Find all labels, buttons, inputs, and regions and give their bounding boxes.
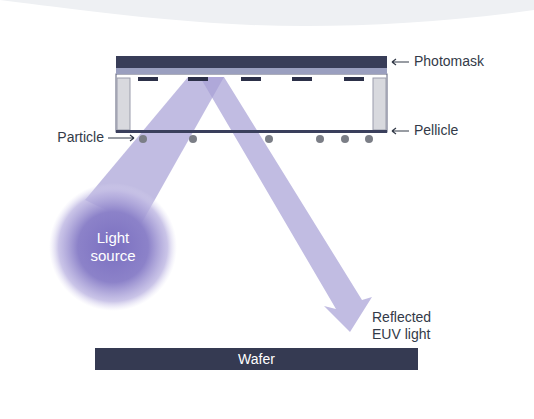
leader-arrows [108,59,409,141]
mask-features [138,77,364,81]
photomask [116,56,387,68]
pellicle [116,130,387,133]
frame-post [117,78,130,130]
part-name: Particle [57,129,104,146]
beam-label: Reflected EUV light [372,309,452,343]
photomask-substrate [116,68,387,74]
background-arc [0,0,534,26]
part-name: Photomask [414,53,484,70]
reflected-beam [200,77,372,332]
frame-post [373,78,386,130]
wafer: Wafer [95,348,418,370]
light-source: Light source [58,200,168,294]
particles [139,135,373,143]
node-label: Wafer [238,351,275,368]
node-label: Light source [73,229,153,265]
wafer-bar [95,348,418,370]
light-glow [49,183,177,311]
part-name: Pellicle [414,122,458,139]
